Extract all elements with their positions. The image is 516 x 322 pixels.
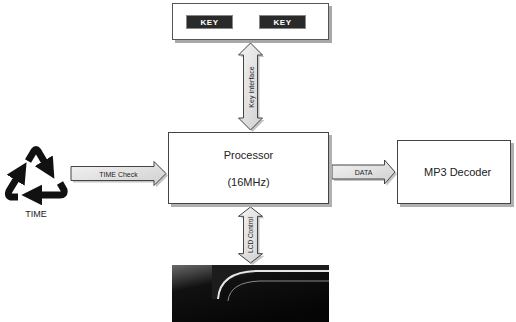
processor-box: Processor (16MHz) — [168, 132, 329, 204]
key-button: KEY — [259, 15, 306, 29]
arrow-body — [239, 43, 263, 130]
recycle-arm — [8, 173, 20, 197]
mp3-decoder-box: MP3 Decoder — [397, 140, 511, 204]
lcd-body — [172, 265, 329, 322]
node-label: Processor — [224, 149, 274, 161]
key-panel: KEY KEY — [172, 3, 329, 40]
connector-label: LCD Control — [247, 216, 254, 254]
recycle-arm — [34, 183, 64, 195]
node-sublabel: (16MHz) — [227, 176, 269, 188]
connector-label: DATA — [354, 169, 374, 176]
block-arrow — [239, 43, 265, 132]
block-arrow — [71, 162, 168, 188]
arrow-body — [239, 207, 263, 263]
node-label: KEY — [201, 18, 219, 27]
node-label: TIME — [25, 209, 47, 219]
arrow-body — [332, 160, 395, 184]
connector-label: Key Interface — [247, 65, 254, 108]
lcd-curve — [218, 271, 329, 299]
arrow-body — [71, 162, 166, 186]
lcd-picture — [172, 265, 329, 322]
block-arrow — [332, 160, 397, 186]
lcd-curve — [228, 281, 329, 301]
lcd-display — [172, 265, 329, 322]
time-node: TIME — [4, 143, 68, 223]
node-label: MP3 Decoder — [424, 165, 484, 180]
node-label: KEY — [274, 18, 292, 27]
recycle-icon — [4, 143, 68, 205]
recycle-arm — [28, 150, 48, 169]
key-button: KEY — [186, 15, 233, 29]
block-arrow — [239, 207, 265, 265]
connector-label: TIME Check — [98, 170, 139, 177]
